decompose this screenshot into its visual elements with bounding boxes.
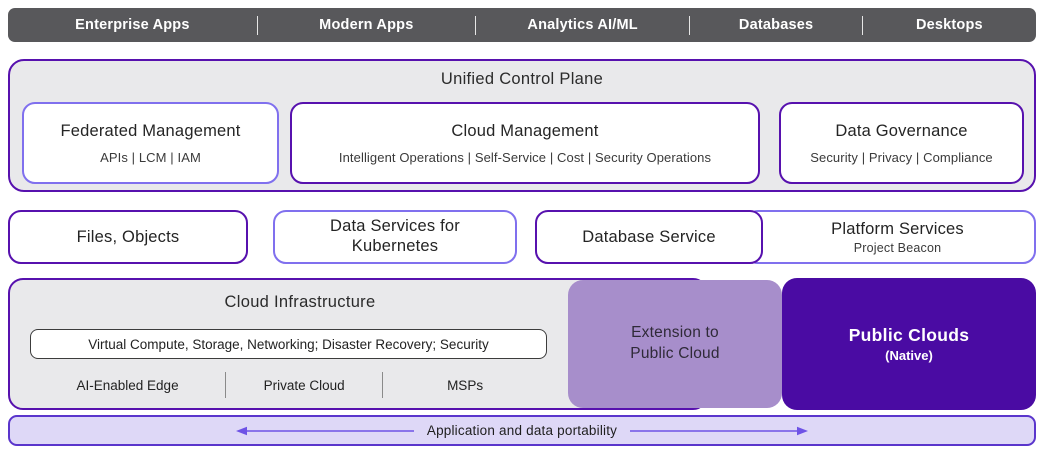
extension-to-public-cloud-box: Extension to Public Cloud [568, 280, 782, 408]
extension-to-public-cloud-label: Extension to Public Cloud [630, 324, 720, 362]
public-clouds-subtitle: (Native) [885, 348, 933, 363]
divider [689, 15, 691, 35]
unified-control-plane-panel: Unified Control Plane Federated Manageme… [8, 59, 1036, 192]
cloud-management-title: Cloud Management [451, 121, 599, 140]
deployment-msps: MSPs [447, 377, 484, 393]
infrastructure-capabilities-label: Virtual Compute, Storage, Networking; Di… [88, 336, 489, 352]
divider [256, 15, 258, 35]
category-desktops: Desktops [915, 17, 983, 33]
left-arrow-icon [235, 426, 414, 435]
divider [382, 372, 384, 398]
category-modern-apps: Modern Apps [319, 17, 414, 33]
data-governance-title: Data Governance [835, 121, 968, 140]
platform-services-subtitle: Project Beacon [853, 240, 942, 255]
data-governance-box: Data Governance Security | Privacy | Com… [779, 102, 1024, 184]
platform-services-title: Platform Services [831, 219, 964, 238]
deployment-ai-enabled-edge: AI-Enabled Edge [76, 377, 179, 393]
cloud-management-box: Cloud Management Intelligent Operations … [290, 102, 760, 184]
federated-management-box: Federated Management APIs | LCM | IAM [22, 102, 279, 184]
deployment-options-row: AI-Enabled Edge Private Cloud MSPs [30, 370, 547, 400]
federated-management-subtitle: APIs | LCM | IAM [100, 149, 201, 165]
portability-label: Application and data portability [426, 423, 618, 438]
platform-services-box: Platform Services Project Beacon [745, 210, 1036, 264]
divider [861, 15, 863, 35]
divider [474, 15, 476, 35]
federated-management-title: Federated Management [60, 121, 241, 140]
cloud-infrastructure-title: Cloud Infrastructure [224, 293, 376, 311]
data-services-kubernetes-box: Data Services for Kubernetes [273, 210, 517, 264]
infrastructure-capabilities-box: Virtual Compute, Storage, Networking; Di… [30, 329, 547, 359]
category-analytics-ai-ml: Analytics AI/ML [527, 17, 638, 33]
cloud-management-subtitle: Intelligent Operations | Self-Service | … [338, 149, 712, 165]
category-databases: Databases [738, 17, 814, 33]
public-clouds-box: Public Clouds (Native) [782, 278, 1036, 410]
category-enterprise-apps: Enterprise Apps [75, 17, 190, 33]
deployment-private-cloud: Private Cloud [263, 377, 345, 393]
app-categories-bar: Enterprise Apps Modern Apps Analytics AI… [8, 8, 1036, 42]
right-arrow-icon [630, 426, 809, 435]
files-objects-label: Files, Objects [76, 227, 180, 246]
data-governance-subtitle: Security | Privacy | Compliance [810, 149, 993, 165]
portability-bar: Application and data portability [8, 415, 1036, 446]
files-objects-box: Files, Objects [8, 210, 248, 264]
data-services-kubernetes-label: Data Services for Kubernetes [330, 217, 460, 255]
database-service-box: Database Service [535, 210, 763, 264]
database-service-label: Database Service [582, 227, 716, 246]
public-clouds-title: Public Clouds [848, 325, 970, 345]
divider [225, 372, 227, 398]
unified-control-plane-title: Unified Control Plane [440, 70, 604, 88]
